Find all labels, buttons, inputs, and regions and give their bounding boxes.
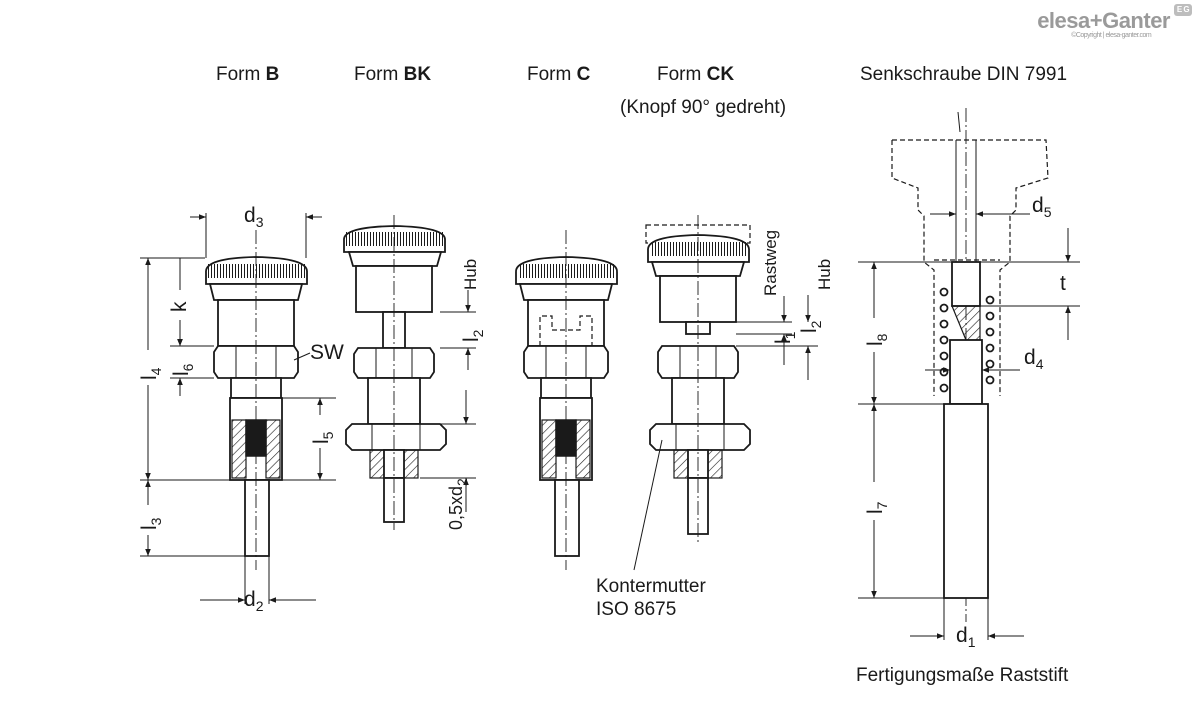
- dim-l1: l1: [772, 331, 798, 344]
- dim-rastweg: Rastweg: [761, 230, 780, 296]
- logo-copyright: ©Copyright | elesa-ganter.com: [1071, 32, 1152, 39]
- dim-l4: l4: [138, 367, 164, 380]
- dim-l2-bk: l2: [460, 329, 486, 342]
- part-form-ck: Rastweg l1 Hub l2: [645, 215, 834, 545]
- dim-half-d2: 0,5xd2: [446, 478, 470, 530]
- part-form-c: [515, 230, 618, 570]
- dim-l3: l3: [138, 517, 164, 530]
- dim-d3: d3: [244, 204, 264, 230]
- dim-hub-bk: Hub: [461, 259, 480, 290]
- logo-text: elesa+Ganter: [1037, 8, 1170, 33]
- dim-d4: d4: [1024, 346, 1044, 372]
- dim-hub-ck: Hub: [815, 259, 834, 290]
- heading-form-bk: Form BK: [354, 64, 431, 85]
- spring-coils: [939, 287, 995, 393]
- dim-d1: d1: [956, 624, 976, 650]
- dim-d2: d2: [244, 588, 264, 614]
- dim-k: k: [168, 301, 191, 312]
- elesa-ganter-logo: elesa+Ganter E G ©Copyright | elesa-gant…: [1037, 4, 1192, 39]
- dim-d5: d5: [1032, 194, 1052, 220]
- dim-t: t: [1060, 272, 1066, 295]
- dim-l2-ck: l2: [798, 320, 824, 333]
- dim-l8: l8: [864, 333, 890, 346]
- heading-form-ck-note: (Knopf 90° gedreht): [620, 97, 786, 118]
- part-form-bk: Hub l2 0,5xd2: [343, 215, 486, 530]
- dim-l5: l5: [310, 431, 336, 444]
- locknut-label-line1: Kontermutter: [596, 576, 706, 597]
- dims-form-b: d3 k l6 l4 l3 l5 SW d2: [138, 204, 344, 614]
- heading-form-ck: Form CK: [657, 64, 734, 85]
- headings: Form B Form BK Form C Form CK (Knopf 90°…: [216, 64, 1067, 118]
- callout-locknut: Kontermutter ISO 8675: [596, 439, 706, 620]
- heading-form-c: Form C: [527, 64, 591, 85]
- part-screw-section: t l8 l7 d5 d4 d1 Fertigungsmaße Raststif…: [856, 108, 1080, 686]
- dim-l6: l6: [170, 363, 196, 376]
- part-form-b: [205, 230, 308, 570]
- dim-sw: SW: [310, 341, 344, 364]
- locknut-label-line2: ISO 8675: [596, 599, 676, 620]
- footer-caption: Fertigungsmaße Raststift: [856, 665, 1069, 686]
- logo-mark: E G: [1174, 4, 1192, 16]
- dim-l7: l7: [864, 501, 890, 514]
- heading-screw: Senkschraube DIN 7991: [860, 64, 1067, 85]
- heading-form-b: Form B: [216, 64, 279, 85]
